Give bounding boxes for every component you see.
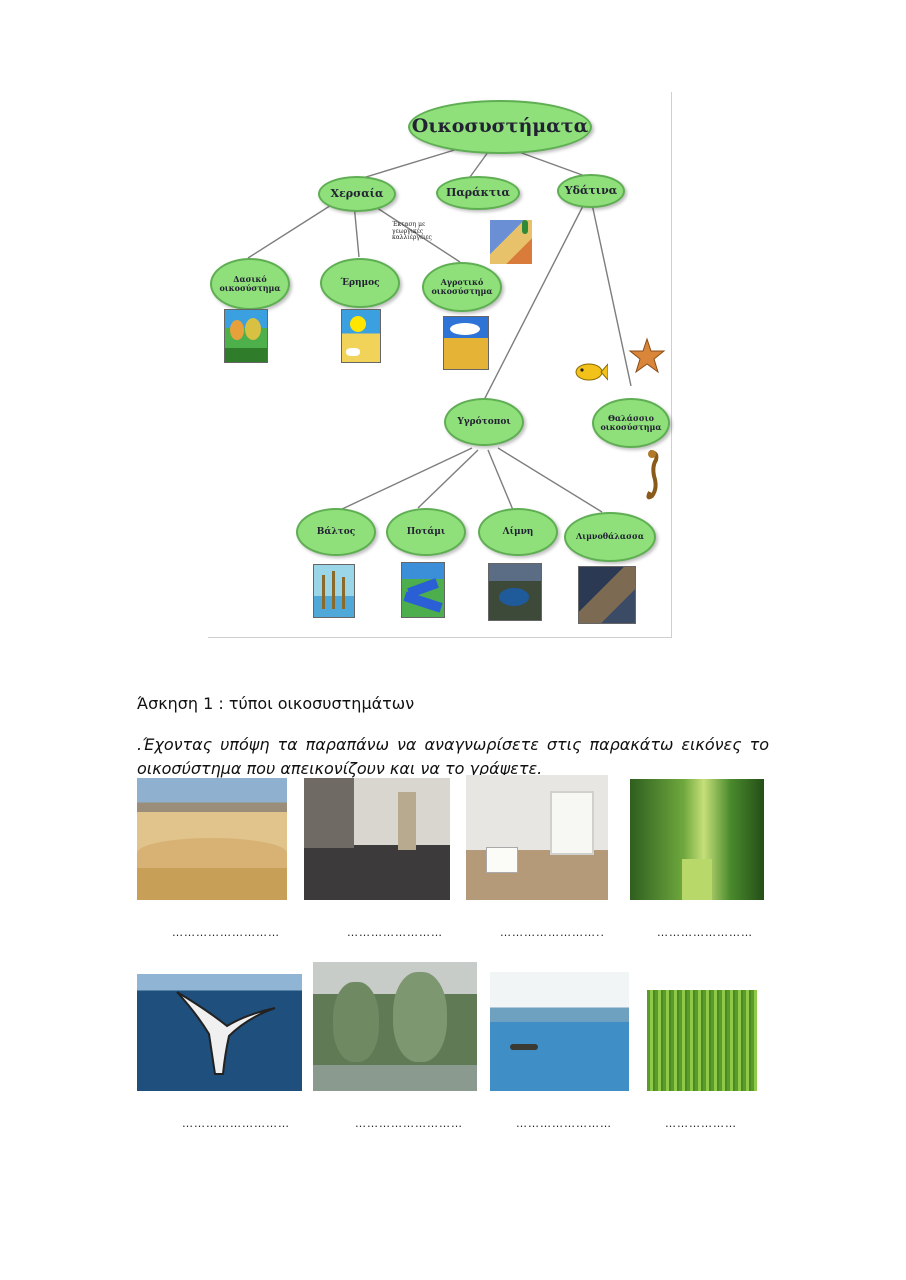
lake-photo-icon — [488, 563, 542, 621]
node-terrestrial: Χερσαία — [318, 176, 396, 212]
node-forest: Δασικό οικοσύστημα — [210, 258, 290, 310]
answer-blank-7[interactable]: …………………… — [516, 1117, 612, 1130]
answer-blank-3[interactable]: …………………….. — [500, 926, 605, 939]
photo-whale-sea — [137, 974, 302, 1091]
answer-blank-6[interactable]: ……………………… — [355, 1117, 463, 1130]
exercise-heading: Άσκηση 1 : τύποι οικοσυστημάτων — [137, 694, 415, 713]
node-farm: Αγροτικό οικοσύστημα — [422, 262, 502, 312]
answer-blank-2[interactable]: …………………… — [347, 926, 443, 939]
node-desert: Έρημος — [320, 258, 400, 308]
photo-green-grass — [647, 990, 757, 1091]
answer-blank-1[interactable]: ……………………… — [172, 926, 280, 939]
fish-icon — [574, 358, 608, 384]
ecosystem-diagram: Οικοσυστήματα Χερσαία Παράκτια Υδάτινα Έ… — [208, 92, 672, 638]
photo-forest — [630, 779, 764, 900]
node-aquatic: Υδάτινα — [557, 174, 625, 208]
node-wetlands: Υγρότοποι — [444, 398, 524, 446]
answer-blank-4[interactable]: …………………… — [657, 926, 753, 939]
answer-blank-8[interactable]: ……………… — [665, 1117, 737, 1130]
photo-city-tower — [304, 778, 450, 900]
starfish-icon — [628, 337, 666, 375]
farm-note: Έκταση με γεωργικές καλλιέργειες — [392, 221, 432, 242]
photo-living-room — [466, 775, 608, 900]
node-coastal: Παράκτια — [436, 176, 520, 210]
seahorse-icon — [638, 448, 664, 502]
node-river: Ποτάμι — [386, 508, 466, 556]
photo-riverside-trees — [313, 962, 477, 1091]
river-clipart-icon — [401, 562, 445, 618]
coast-clipart-icon — [490, 220, 532, 264]
marsh-clipart-icon — [313, 564, 355, 618]
lagoon-photo-icon — [578, 566, 636, 624]
node-lagoon: Λιμνοθάλασσα — [564, 512, 656, 562]
farm-clipart-icon — [443, 316, 489, 370]
forest-clipart-icon — [224, 309, 268, 363]
desert-clipart-icon — [341, 309, 381, 363]
node-lake: Λίμνη — [478, 508, 558, 556]
node-ecosystems: Οικοσυστήματα — [408, 100, 592, 154]
node-marsh: Βάλτος — [296, 508, 376, 556]
node-marine: Θαλάσσιο οικοσύστημα — [592, 398, 670, 448]
photo-calm-lake — [490, 972, 629, 1091]
exercise-instruction: .Έχοντας υπόψη τα παραπάνω να αναγνωρίσε… — [137, 735, 769, 778]
photo-desert — [137, 778, 287, 900]
answer-blank-5[interactable]: ……………………… — [182, 1117, 290, 1130]
